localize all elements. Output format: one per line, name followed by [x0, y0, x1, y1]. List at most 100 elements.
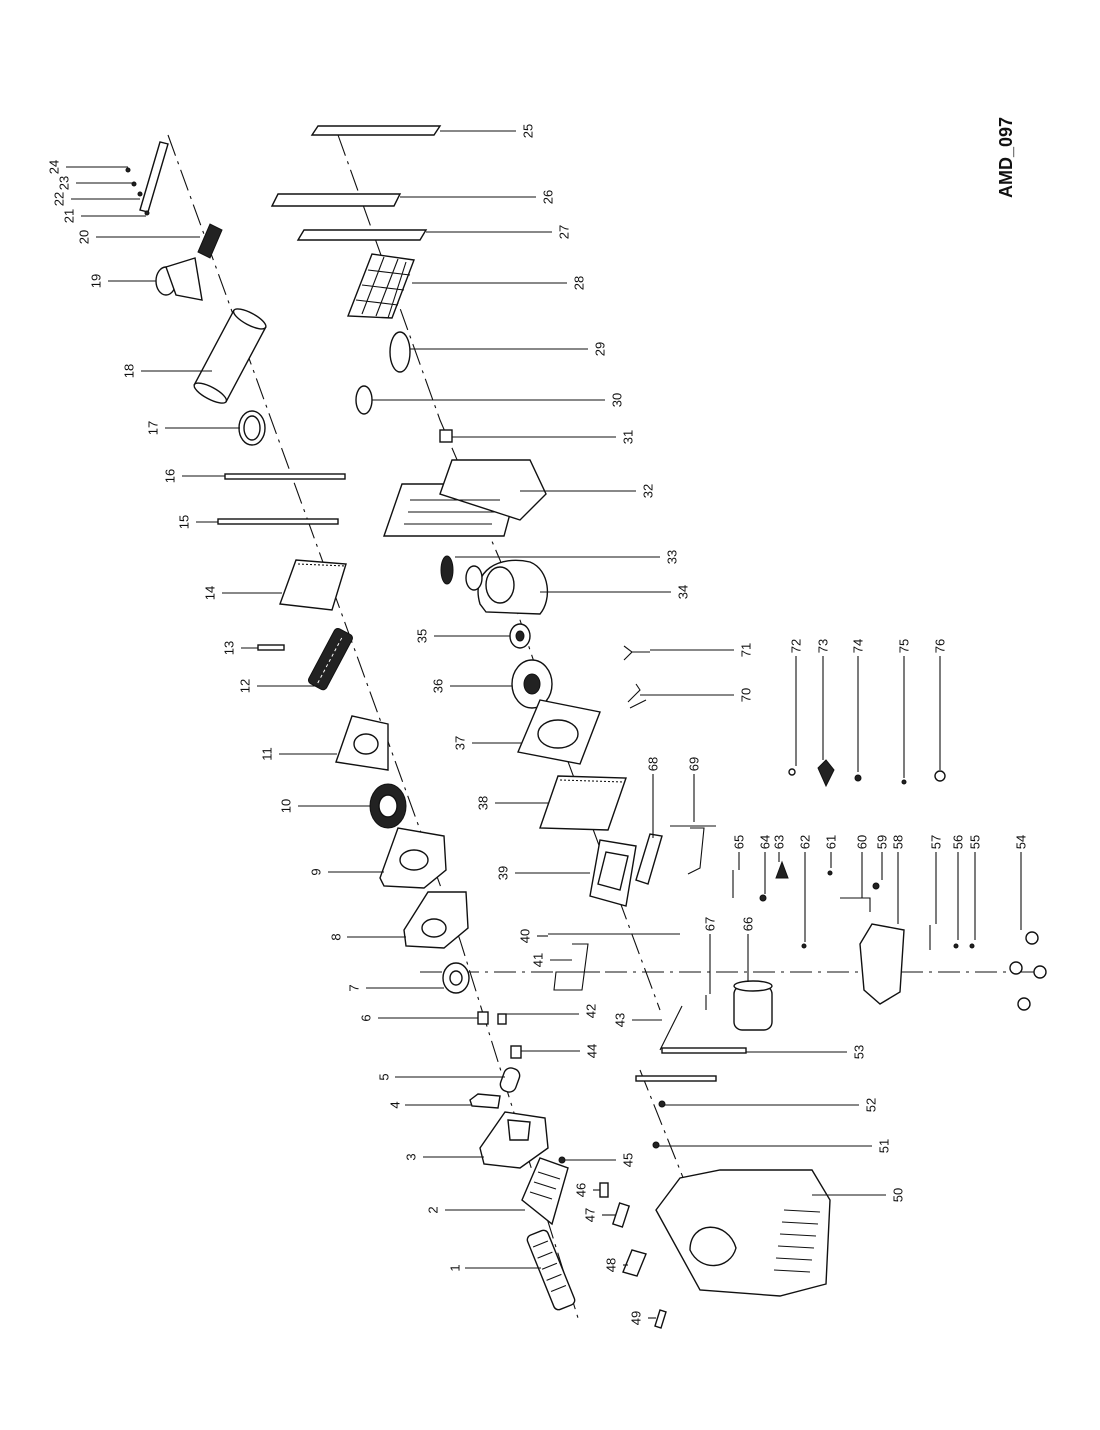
part-number-15: 15 — [177, 515, 192, 529]
part-callout-53: 53 — [746, 1045, 867, 1059]
part-number-43: 43 — [613, 1013, 628, 1027]
part-number-51: 51 — [877, 1139, 892, 1153]
part-number-31: 31 — [621, 430, 636, 444]
part-15-rail — [217, 518, 339, 525]
part-21-24-window-bracket — [139, 141, 169, 213]
part-callout-72: 72 — [789, 639, 804, 766]
part-callout-7: 7 — [347, 984, 444, 992]
part-callout-58: 58 — [891, 835, 906, 924]
part-42-connector — [497, 1013, 507, 1025]
part-callout-11: 11 — [260, 747, 337, 761]
part-callout-20: 20 — [77, 230, 200, 244]
part-callout-4: 4 — [388, 1101, 472, 1109]
part-callouts: 1234567891011121314151617181920212223242… — [47, 124, 1029, 1325]
part-number-30: 30 — [610, 393, 625, 407]
component-drawings — [125, 125, 1047, 1329]
part-number-58: 58 — [891, 835, 906, 849]
part-callout-57: 57 — [929, 835, 944, 924]
part-callout-65: 65 — [732, 835, 747, 870]
part-callout-61: 61 — [824, 835, 839, 868]
part-number-52: 52 — [864, 1098, 879, 1112]
part-33-mesh-filter — [440, 555, 454, 585]
part-number-73: 73 — [816, 639, 831, 653]
part-callout-1: 1 — [448, 1264, 541, 1272]
part-20-vent — [197, 223, 223, 259]
part-32-back-panel — [383, 459, 547, 537]
part-76-knob — [934, 770, 946, 782]
part-callout-34: 34 — [540, 585, 691, 599]
part-1-grille — [526, 1229, 576, 1311]
part-number-2: 2 — [426, 1206, 441, 1213]
part-73-switch — [817, 759, 835, 788]
part-number-6: 6 — [359, 1014, 374, 1021]
part-callout-63: 63 — [772, 835, 787, 862]
part-callout-32: 32 — [520, 484, 656, 498]
part-callout-44: 44 — [521, 1044, 600, 1058]
part-callout-35: 35 — [415, 629, 510, 643]
part-callout-13: 13 — [222, 641, 258, 655]
part-number-33: 33 — [665, 550, 680, 564]
part-13-strip — [257, 644, 285, 651]
part-number-67: 67 — [703, 917, 718, 931]
part-number-9: 9 — [309, 868, 324, 875]
part-callout-26: 26 — [400, 190, 556, 204]
part-number-12: 12 — [238, 679, 253, 693]
part-66-compressor — [733, 980, 773, 1031]
part-number-66: 66 — [741, 917, 756, 931]
part-39-tray-frame — [589, 839, 637, 907]
part-callout-66: 66 — [741, 917, 756, 982]
part-callout-54: 54 — [1014, 835, 1029, 930]
part-callout-51: 51 — [659, 1139, 892, 1153]
part-callout-48: 48 — [604, 1258, 628, 1272]
part-48-label — [622, 1249, 647, 1277]
part-number-71: 71 — [739, 643, 754, 657]
part-callout-59: 59 — [875, 835, 890, 880]
part-number-37: 37 — [453, 736, 468, 750]
part-number-72: 72 — [789, 639, 804, 653]
part-14-condenser — [279, 559, 347, 611]
part-70-cable — [627, 683, 647, 709]
part-number-11: 11 — [260, 747, 275, 761]
part-22-screw — [137, 191, 143, 197]
part-callout-40: 40 — [518, 929, 548, 943]
part-callout-18: 18 — [122, 364, 212, 378]
part-number-50: 50 — [891, 1188, 906, 1202]
part-5-capacitor — [499, 1067, 521, 1093]
part-callout-16: 16 — [163, 469, 225, 483]
part-number-38: 38 — [476, 796, 491, 810]
part-number-41: 41 — [531, 953, 546, 967]
part-callout-8: 8 — [329, 933, 406, 941]
part-6-switch — [477, 1011, 489, 1025]
part-number-18: 18 — [122, 364, 137, 378]
part-number-64: 64 — [758, 835, 773, 849]
part-callout-2: 2 — [426, 1206, 525, 1214]
part-31-clip — [439, 429, 453, 443]
part-callout-43: 43 — [613, 1013, 662, 1027]
part-number-4: 4 — [388, 1101, 403, 1108]
part-callout-28: 28 — [412, 276, 587, 290]
part-number-68: 68 — [646, 757, 661, 771]
part-number-14: 14 — [203, 586, 218, 600]
part-number-55: 55 — [968, 835, 983, 849]
part-callout-73: 73 — [816, 639, 831, 760]
part-callout-49: 49 — [629, 1311, 656, 1325]
part-number-27: 27 — [557, 225, 572, 239]
part-number-17: 17 — [146, 421, 161, 435]
part-callout-68: 68 — [646, 757, 661, 838]
part-74-screw — [854, 774, 862, 782]
part-25-window-panel — [310, 125, 442, 136]
part-callout-52: 52 — [665, 1098, 879, 1112]
part-callout-29: 29 — [410, 342, 608, 356]
part-number-3: 3 — [404, 1153, 419, 1160]
part-callout-55: 55 — [968, 835, 983, 940]
part-number-48: 48 — [604, 1258, 619, 1272]
part-46-clip — [599, 1182, 609, 1198]
part-number-25: 25 — [521, 124, 536, 138]
part-number-74: 74 — [851, 639, 866, 653]
part-callout-39: 39 — [496, 866, 590, 880]
part-number-39: 39 — [496, 866, 511, 880]
part-callout-50: 50 — [812, 1188, 906, 1202]
part-number-46: 46 — [574, 1183, 589, 1197]
part-number-75: 75 — [897, 639, 912, 653]
